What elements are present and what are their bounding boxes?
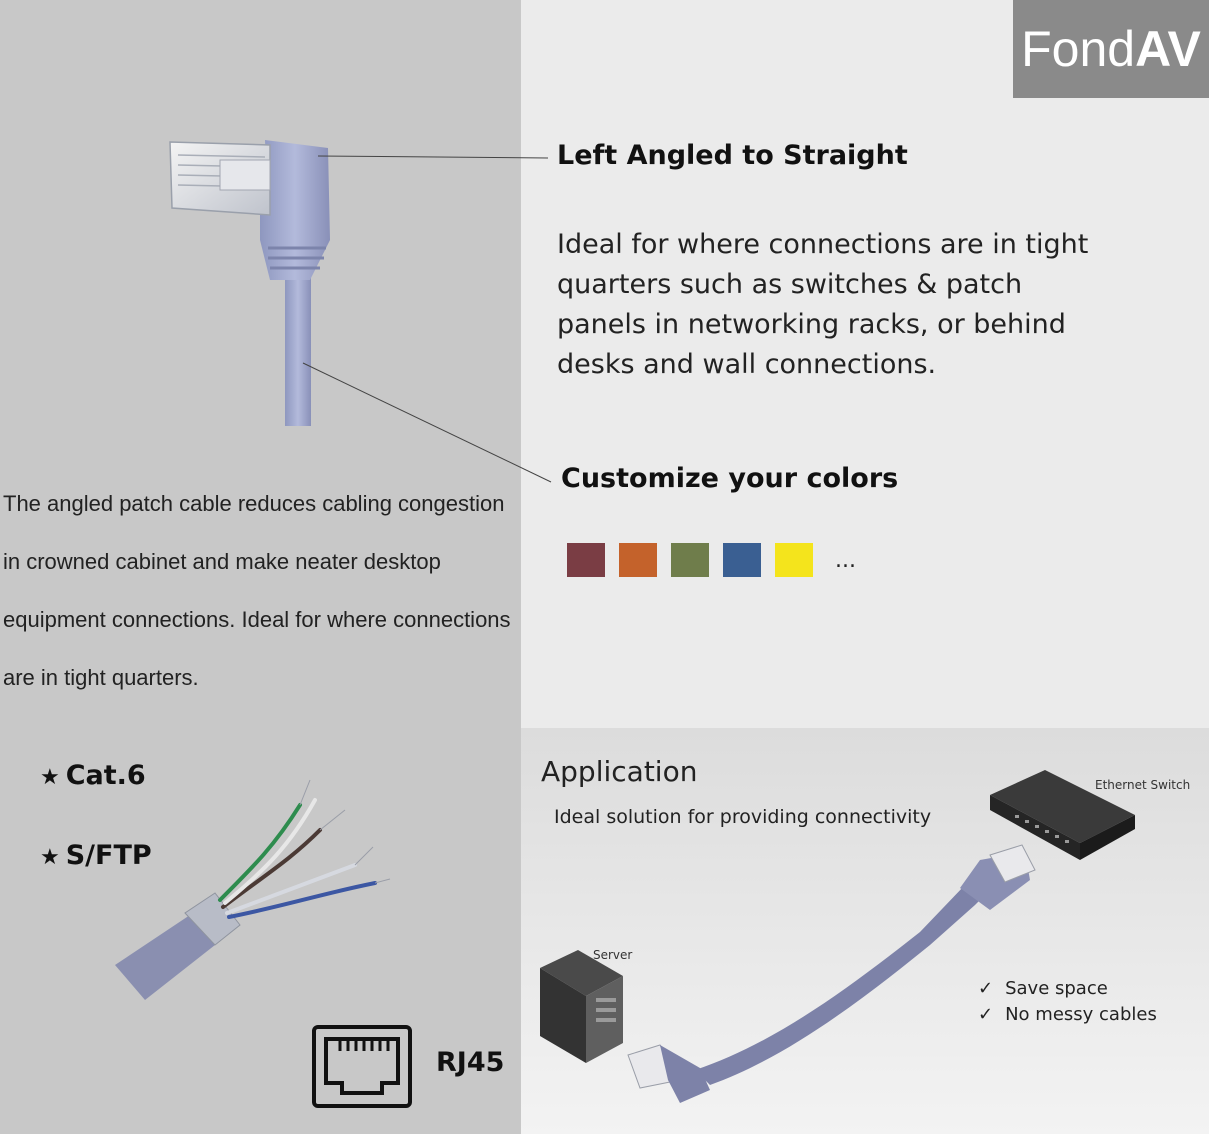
color-swatch-blue[interactable] <box>723 543 761 577</box>
spec-sftp: ★S/FTP <box>40 840 152 871</box>
application-title: Application <box>541 755 698 788</box>
rj45-port-icon <box>312 1025 412 1108</box>
benefit-save-space-label: Save space <box>1005 978 1108 999</box>
logo-text-bold: AV <box>1135 21 1201 77</box>
star-icon: ★ <box>40 845 60 870</box>
check-icon: ✓ <box>978 978 994 999</box>
benefit-no-messy-cables: ✓ No messy cables <box>978 1004 1157 1025</box>
application-cable-illustration <box>627 844 1036 1103</box>
check-icon: ✓ <box>978 1004 994 1025</box>
angled-cable-illustration <box>169 140 330 426</box>
benefit-save-space: ✓ Save space <box>978 978 1108 999</box>
callout-lines <box>302 155 552 483</box>
rj45-label: RJ45 <box>436 1047 505 1078</box>
spec-sftp-label: S/FTP <box>65 840 152 871</box>
color-swatch-maroon[interactable] <box>567 543 605 577</box>
color-swatch-orange[interactable] <box>619 543 657 577</box>
server-label: Server <box>593 948 633 962</box>
benefit-no-messy-cables-label: No messy cables <box>1005 1004 1157 1025</box>
spec-cat6-label: Cat.6 <box>65 760 146 791</box>
customize-colors-title: Customize your colors <box>561 463 899 494</box>
left-description: The angled patch cable reduces cabling c… <box>3 491 511 690</box>
product-description: Ideal for where connections are in tight… <box>557 229 1089 380</box>
fondav-logo: FondAV <box>1013 0 1209 98</box>
ethernet-switch-label: Ethernet Switch <box>1095 778 1191 792</box>
application-subtitle: Ideal solution for providing connectivit… <box>554 806 932 828</box>
logo-text-regular: Fond <box>1021 21 1136 77</box>
color-swatch-olive[interactable] <box>671 543 709 577</box>
ethernet-switch-illustration <box>990 770 1135 860</box>
server-illustration <box>540 950 623 1063</box>
star-icon: ★ <box>40 765 60 790</box>
sftp-cable-illustration <box>115 779 391 1000</box>
right-top-panel-background <box>521 0 1209 728</box>
color-swatches: ... <box>567 543 856 577</box>
product-title: Left Angled to Straight <box>557 140 908 171</box>
spec-cat6: ★Cat.6 <box>40 760 146 791</box>
color-swatch-yellow[interactable] <box>775 543 813 577</box>
more-colors-ellipsis: ... <box>835 547 856 573</box>
